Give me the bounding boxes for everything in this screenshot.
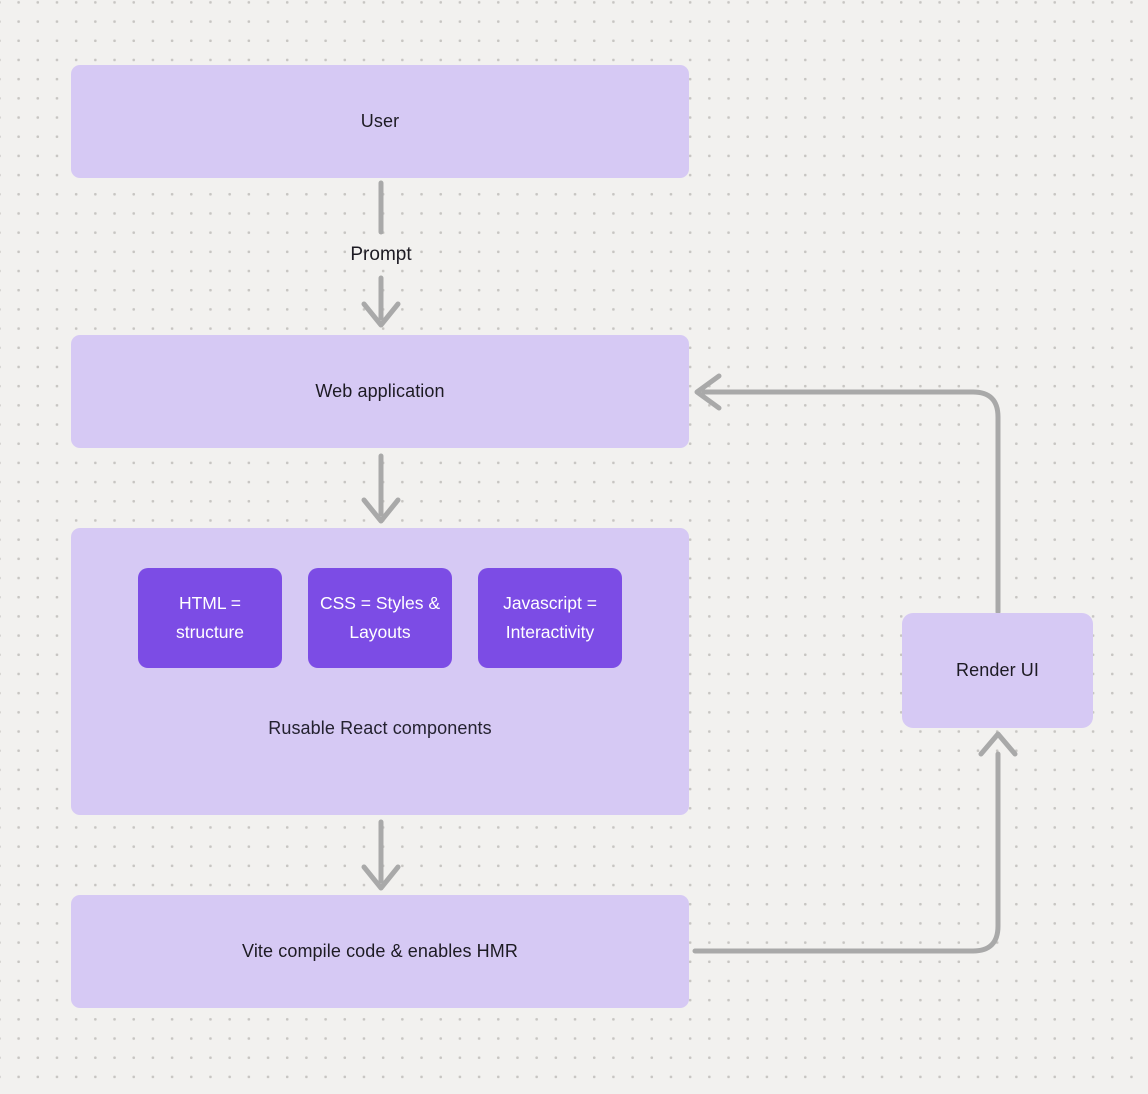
edge-vite-to-render <box>692 751 1001 954</box>
edge-label-prompt: Prompt <box>350 244 412 265</box>
node-render-ui[interactable]: Render UI <box>902 613 1093 728</box>
arrowhead-down-web <box>361 301 401 328</box>
node-render-ui-label: Render UI <box>956 660 1039 680</box>
component-row: HTML = structure CSS = Styles & Layouts … <box>138 568 622 668</box>
node-web-application[interactable]: Web application <box>71 335 689 448</box>
component-html[interactable]: HTML = structure <box>138 568 282 668</box>
components-group-caption: Rusable React components <box>268 718 492 738</box>
node-vite[interactable]: Vite compile code & enables HMR <box>71 895 689 1008</box>
component-html-label: HTML = structure <box>175 593 245 642</box>
component-css-label: CSS = Styles & Layouts <box>319 593 441 642</box>
node-user[interactable]: User <box>71 65 689 178</box>
node-user-label: User <box>360 111 400 131</box>
node-web-application-label: Web application <box>315 381 445 401</box>
arrowhead-left-web <box>694 373 722 411</box>
component-css[interactable]: CSS = Styles & Layouts <box>308 568 452 668</box>
component-javascript-label: Javascript = Interactivity <box>503 593 597 642</box>
arrowhead-down-vite <box>361 864 401 891</box>
node-components-group[interactable]: HTML = structure CSS = Styles & Layouts … <box>71 528 689 815</box>
component-javascript[interactable]: Javascript = Interactivity <box>478 568 622 668</box>
arrowhead-up-render <box>978 731 1018 757</box>
edge-render-to-web <box>701 389 1001 615</box>
arrowhead-down-group <box>361 497 401 524</box>
node-vite-label: Vite compile code & enables HMR <box>242 941 518 961</box>
